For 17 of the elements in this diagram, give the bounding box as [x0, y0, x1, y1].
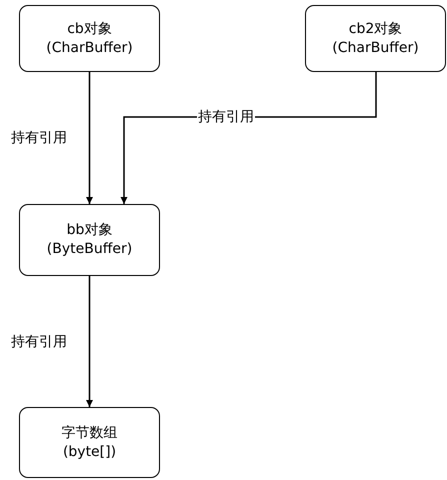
edge-label: 持有引用 [10, 129, 68, 147]
node-label: (ByteBuffer) [46, 240, 132, 259]
node-label: 字节数组 [62, 424, 118, 442]
node-label: cb对象 [67, 20, 112, 38]
node-label: (CharBuffer) [332, 38, 419, 58]
arrow [86, 276, 93, 407]
arrow [86, 72, 93, 204]
node-label: bb对象 [66, 221, 112, 240]
node-label: cb2对象 [348, 20, 402, 38]
node-label: (byte[]) [62, 442, 116, 462]
process-box [19, 5, 160, 72]
edge-label: 持有引用 [197, 108, 255, 126]
node-label: (CharBuffer) [46, 38, 133, 58]
process-box [305, 5, 446, 72]
process-box [19, 407, 160, 478]
edge-label: 持有引用 [10, 332, 68, 350]
process-box [19, 204, 160, 276]
